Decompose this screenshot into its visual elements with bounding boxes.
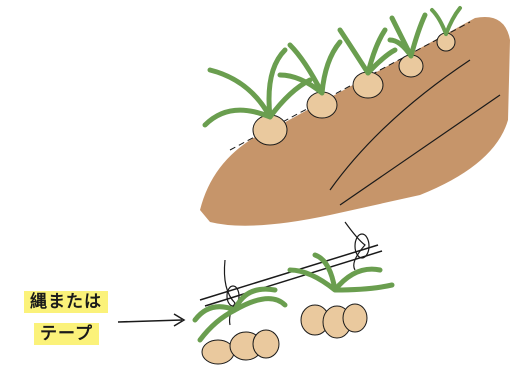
hanging-onion-bundle-left	[195, 289, 285, 364]
pointer-arrow	[118, 314, 184, 326]
soil-ridge	[200, 17, 510, 226]
rope-label: 縄または	[24, 291, 108, 313]
tape-label: テープ	[34, 323, 99, 345]
